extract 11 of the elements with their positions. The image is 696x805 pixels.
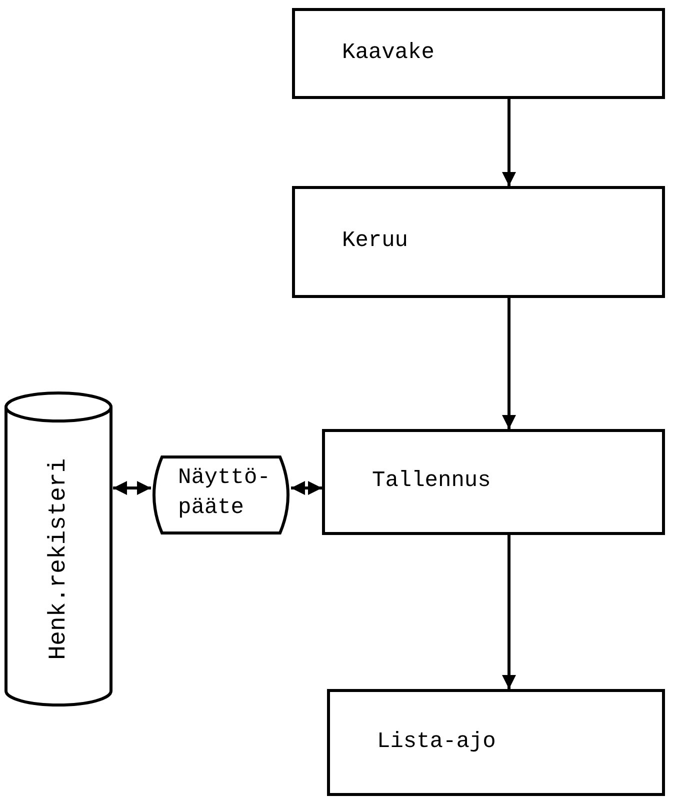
node-label: Kaavake xyxy=(342,40,434,64)
arrow xyxy=(291,481,322,495)
arrow xyxy=(502,99,516,186)
arrow xyxy=(502,535,516,689)
node-label: Keruu xyxy=(342,228,408,253)
node-label: Henk.rekisteri xyxy=(45,458,72,660)
node-label: Näyttö- pääte xyxy=(178,464,268,522)
node-label: Lista-ajo xyxy=(377,728,496,754)
node-label: Tallennus xyxy=(372,468,491,493)
arrow xyxy=(113,481,151,495)
arrow xyxy=(502,298,516,429)
